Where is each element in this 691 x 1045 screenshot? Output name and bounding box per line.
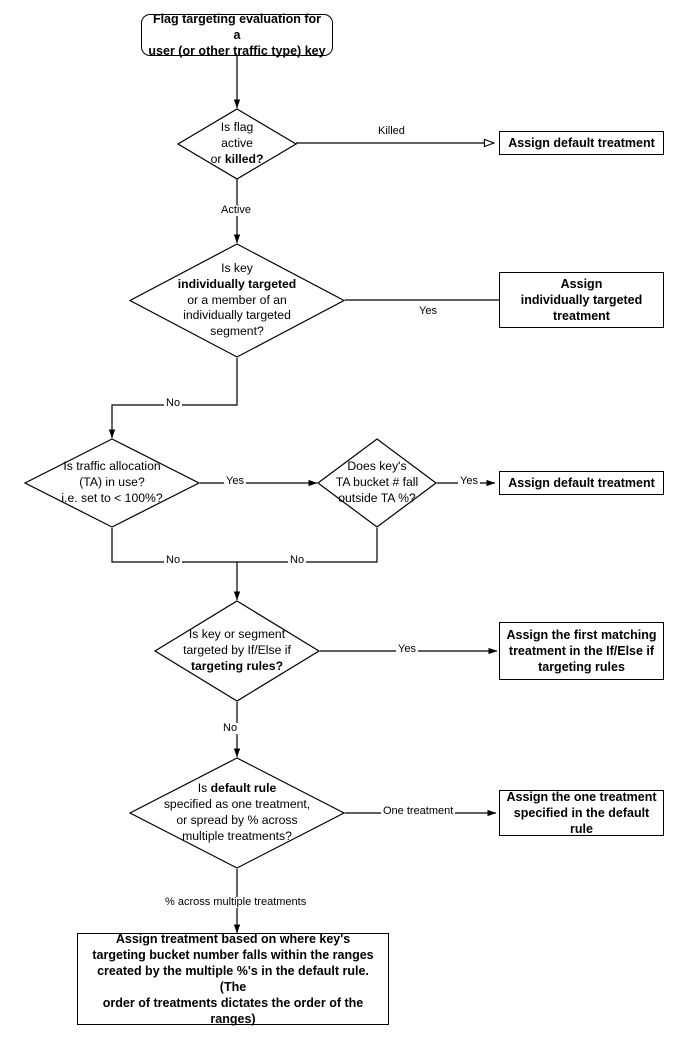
node-decision-flag-active-text: Is flag active or killed? bbox=[177, 108, 297, 180]
p2-line1: Assign bbox=[560, 277, 603, 291]
node-decision-individually-targeted: Is key individually targeted or a member… bbox=[128, 243, 346, 358]
node-decision-flag-active: Is flag active or killed? bbox=[176, 108, 298, 180]
d5-line2: targeted by If/Else if bbox=[183, 643, 291, 658]
d3-line2: (TA) in use? bbox=[79, 475, 145, 490]
node-decision-default-rule: Is default rule specified as one treatme… bbox=[128, 757, 346, 869]
node-assign-one-treatment-default-rule: Assign the one treatment specified in th… bbox=[499, 790, 664, 836]
node-decision-ta-bucket-outside: Does key's TA bucket # fall outside TA %… bbox=[316, 438, 438, 528]
d4-line2: TA bucket # fall bbox=[335, 475, 419, 490]
p2-line3: treatment bbox=[553, 309, 610, 323]
d1-line1: Is flag bbox=[220, 120, 254, 135]
d5-line3: targeting rules? bbox=[190, 658, 284, 673]
node-decision-traffic-allocation-text: Is traffic allocation (TA) in use? i.e. … bbox=[24, 438, 200, 528]
p5-line2: specified in the default rule bbox=[513, 806, 650, 836]
node-decision-individually-targeted-text: Is key individually targeted or a member… bbox=[129, 243, 345, 358]
node-assign-default-treatment-killed: Assign default treatment bbox=[499, 131, 664, 155]
d2-line2: individually targeted bbox=[177, 276, 297, 291]
node-assign-first-matching-treatment: Assign the first matching treatment in t… bbox=[499, 622, 664, 680]
d4-line1: Does key's bbox=[347, 459, 407, 474]
node-assign-default-treatment-ta: Assign default treatment bbox=[499, 471, 664, 495]
edge-label-no-ta-bucket: No bbox=[288, 554, 307, 566]
d6-line2: specified as one treatment, bbox=[163, 797, 311, 812]
node-decision-traffic-allocation: Is traffic allocation (TA) in use? i.e. … bbox=[23, 438, 201, 528]
node-decision-ta-bucket-outside-text: Does key's TA bucket # fall outside TA %… bbox=[317, 438, 437, 528]
edge-label-yes-individually-targeted: Yes bbox=[417, 305, 439, 317]
edge-label-no-individually-targeted: No bbox=[164, 397, 183, 409]
edge-label-yes-traffic-allocation: Yes bbox=[224, 475, 246, 487]
d6-line4: multiple treatments? bbox=[182, 828, 292, 843]
edge-label-yes-targeting-rules: Yes bbox=[396, 643, 418, 655]
d3-line3: i.e. set to < 100%? bbox=[61, 490, 163, 505]
node-decision-default-rule-text: Is default rule specified as one treatme… bbox=[129, 757, 345, 869]
edge-label-one-treatment: One treatment bbox=[381, 805, 456, 817]
node-decision-if-else-targeting-rules: Is key or segment targeted by If/Else if… bbox=[153, 600, 321, 702]
d6-line1-plain: Is bbox=[197, 781, 211, 796]
edge-label-killed: Killed bbox=[376, 125, 407, 137]
node-start-line2: user (or other traffic type) key bbox=[148, 44, 326, 58]
d2-line3: or a member of an bbox=[187, 292, 287, 307]
d2-line4: individually targeted bbox=[183, 308, 291, 323]
d1-line3-plain: or bbox=[210, 151, 225, 166]
node-assign-individually-targeted-treatment: Assign individually targeted treatment bbox=[499, 272, 664, 328]
d2-line1: Is key bbox=[221, 260, 253, 275]
node-start: Flag targeting evaluation for a user (or… bbox=[141, 12, 333, 58]
edge-label-no-traffic-allocation: No bbox=[164, 554, 183, 566]
d6-line3: or spread by % across bbox=[176, 813, 298, 827]
d1-line3: or killed? bbox=[211, 152, 264, 168]
p4-line2: treatment in the If/Else if bbox=[508, 644, 655, 658]
p2-line2: individually targeted bbox=[520, 293, 643, 307]
edge-label-active: Active bbox=[219, 204, 253, 216]
p4-line3: targeting rules bbox=[538, 660, 625, 674]
d6-line1: Is default rule bbox=[164, 781, 310, 797]
p5-line1: Assign the one treatment bbox=[506, 790, 657, 804]
node-decision-if-else-targeting-rules-text: Is key or segment targeted by If/Else if… bbox=[154, 600, 320, 702]
edge-label-percent-across-multiple-treatments: % across multiple treatments bbox=[163, 896, 309, 908]
d3-line1: Is traffic allocation bbox=[63, 459, 161, 474]
d1-line2: active bbox=[221, 136, 253, 151]
d4-line3: outside TA %? bbox=[338, 490, 416, 505]
p6-line4: order of treatments dictates the order o… bbox=[102, 996, 364, 1026]
d6-line1-bold: default rule bbox=[210, 781, 277, 796]
p6-line2: targeting bucket number falls within the… bbox=[92, 948, 374, 962]
node-start-line1: Flag targeting evaluation for a bbox=[152, 12, 322, 42]
d1-line3-bold: killed? bbox=[224, 151, 264, 166]
edge-label-yes-ta-bucket: Yes bbox=[458, 475, 480, 487]
p6-line1: Assign treatment based on where key's bbox=[115, 932, 351, 946]
edge-label-no-targeting-rules: No bbox=[221, 722, 240, 734]
p3-line1: Assign default treatment bbox=[508, 476, 655, 490]
p6-line3: created by the multiple %'s in the defau… bbox=[97, 964, 369, 994]
d5-line1: Is key or segment bbox=[188, 627, 286, 642]
p1-line1: Assign default treatment bbox=[508, 136, 655, 150]
p4-line1: Assign the first matching bbox=[506, 628, 657, 642]
d2-line5: segment? bbox=[210, 324, 264, 339]
node-assign-treatment-by-ranges: Assign treatment based on where key's ta… bbox=[77, 932, 389, 1026]
